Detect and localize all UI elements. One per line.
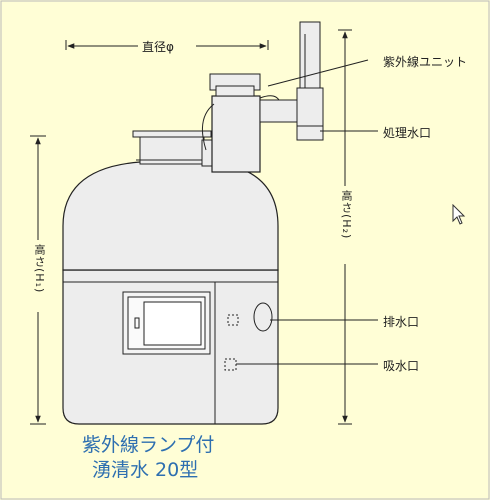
leader-lines [236, 59, 378, 365]
uv-unit-label: 紫外線ユニット [383, 55, 468, 69]
height-h2-dimension [338, 29, 352, 425]
access-panel [122, 291, 211, 355]
tank-dome [62, 130, 279, 271]
caption-line2: 湧清水 20型 [92, 459, 199, 481]
caption-line1: 紫外線ランプ付 [82, 434, 215, 456]
height-h1-label: 高さ(H₁) [33, 244, 46, 294]
diameter-label: 直径φ [142, 40, 174, 54]
drain-outlet-label: 排水口 [383, 315, 420, 329]
height-h2-label: 高さ(H₂) [340, 190, 353, 240]
treated-outlet-label: 処理水口 [383, 126, 432, 140]
arrow-cursor-icon [452, 204, 466, 225]
uv-unit [201, 73, 281, 173]
height-h1-dimension [30, 135, 46, 425]
intake-inlet-label: 吸水口 [383, 359, 420, 373]
diameter-dimension [65, 40, 269, 50]
outlet-pipe [259, 21, 324, 141]
drain-port [227, 302, 273, 332]
